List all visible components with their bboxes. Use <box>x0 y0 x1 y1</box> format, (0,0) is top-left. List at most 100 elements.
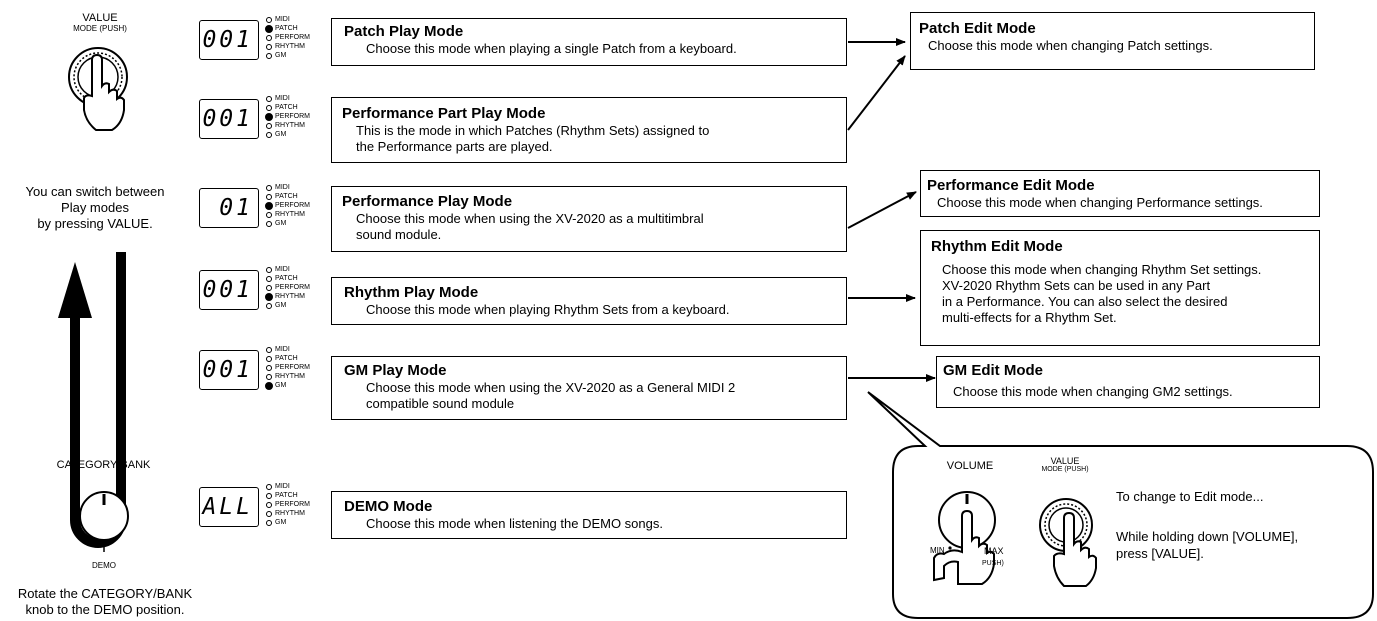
indicator-label: GM <box>275 382 287 389</box>
indicator-row: PATCH <box>266 491 326 500</box>
rotate-text-line-2: knob to the DEMO position. <box>25 602 185 617</box>
edit-instruction-1: To change to Edit mode... <box>1116 489 1264 504</box>
indicator-label: GM <box>275 131 287 138</box>
volume-max-label: MAX <box>984 546 1004 556</box>
indicator-label: RHYTHM <box>275 211 305 218</box>
mode-description: Choose this mode when using the XV-2020 … <box>356 211 704 226</box>
indicator-label: GM <box>275 220 287 227</box>
indicator-led-icon <box>266 492 272 499</box>
indicator-led-icon <box>265 24 273 33</box>
performance-play-mode-box: Performance Play Mode Choose this mode w… <box>331 186 847 252</box>
indicator-label: MIDI <box>275 346 290 353</box>
mode-description: This is the mode in which Patches (Rhyth… <box>356 123 710 138</box>
indicator-label: MIDI <box>275 16 290 23</box>
indicator-row: PATCH <box>266 103 326 112</box>
volume-min-label: MIN <box>930 546 945 555</box>
indicator-label: GM <box>275 52 287 59</box>
indicator-label: PATCH <box>275 193 298 200</box>
indicator-row: PATCH <box>266 354 326 363</box>
indicator-led-icon <box>266 266 272 273</box>
performance-edit-mode-box: Performance Edit Mode Choose this mode w… <box>920 170 1320 217</box>
indicator-label: PERFORM <box>275 284 310 291</box>
mode-title: Performance Play Mode <box>342 193 513 210</box>
indicator-label: PATCH <box>275 104 298 111</box>
indicator-row: GM <box>265 381 326 390</box>
indicator-label: MIDI <box>275 95 290 102</box>
gm-edit-mode-box: GM Edit Mode Choose this mode when chang… <box>936 356 1320 408</box>
indicator-row: MIDI <box>266 183 326 192</box>
indicator-label: RHYTHM <box>275 122 305 129</box>
indicator-led-icon <box>266 302 272 309</box>
indicator-led-icon <box>266 122 272 129</box>
category-bank-knob-icon <box>79 491 129 552</box>
indicator-label: GM <box>275 302 287 309</box>
mode-display: 001 <box>199 270 259 310</box>
indicator-led-icon <box>266 373 272 380</box>
switch-text-line-3: by pressing VALUE. <box>37 216 153 231</box>
indicator-row: PERFORM <box>265 201 326 210</box>
indicator-label: PATCH <box>275 25 298 32</box>
indicator-label: PERFORM <box>275 202 310 209</box>
indicator-row: PATCH <box>266 274 326 283</box>
indicator-led-icon <box>265 112 273 121</box>
mode-display: 001 <box>199 99 259 139</box>
performance-part-play-mode-box: Performance Part Play Mode This is the m… <box>331 97 847 163</box>
mode-description: Choose this mode when using the XV-2020 … <box>366 380 736 395</box>
indicator-label: RHYTHM <box>275 510 305 517</box>
indicator-row: RHYTHM <box>266 42 326 51</box>
indicator-led-icon <box>266 346 272 353</box>
value-knob-sublabel-callout: MODE (PUSH) <box>1041 466 1089 473</box>
indicator-led-icon <box>266 184 272 191</box>
mode-title: Performance Part Play Mode <box>342 105 546 122</box>
indicator-led-icon <box>266 16 272 23</box>
volume-push-label: PUSH) <box>982 560 1004 567</box>
indicator-label: PERFORM <box>275 364 310 371</box>
demo-mode-box: DEMO Mode Choose this mode when listenin… <box>331 491 847 539</box>
mode-description: compatible sound module <box>366 396 515 411</box>
indicator-led-icon <box>266 193 272 200</box>
indicator-led-icon <box>266 364 272 371</box>
indicator-led-icon <box>266 131 272 138</box>
mode-title: Patch Edit Mode <box>919 20 1036 37</box>
edit-instruction-line: While holding down [VOLUME], <box>1116 529 1299 544</box>
mode-description: Choose this mode when changing Performan… <box>937 195 1263 210</box>
indicator-row: RHYTHM <box>266 509 326 518</box>
indicator-row: RHYTHM <box>265 292 326 301</box>
patch-edit-mode-box: Patch Edit Mode Choose this mode when ch… <box>910 12 1315 70</box>
indicator-label: PERFORM <box>275 113 310 120</box>
indicator-row: MIDI <box>266 15 326 24</box>
indicator-label: PATCH <box>275 492 298 499</box>
mode-description: multi-effects for a Rhythm Set. <box>942 310 1117 325</box>
mode-title: Patch Play Mode <box>344 23 464 40</box>
indicator-led-icon <box>266 52 272 59</box>
indicator-led-icon <box>265 381 273 390</box>
indicator-row: PERFORM <box>266 363 326 372</box>
indicator-label: PERFORM <box>275 34 310 41</box>
indicator-label: PATCH <box>275 355 298 362</box>
category-bank-label: CATEGORY/BANK <box>56 459 151 471</box>
indicator-row: PERFORM <box>266 500 326 509</box>
value-knob-sublabel: MODE (PUSH) <box>73 24 127 33</box>
pointing-hand-icon-volume <box>933 509 995 585</box>
indicator-row: GM <box>266 301 326 310</box>
mode-description: XV-2020 Rhythm Sets can be used in any P… <box>942 278 1211 293</box>
indicator-led-icon <box>266 211 272 218</box>
mode-title: Rhythm Play Mode <box>344 284 479 301</box>
indicator-led-icon <box>266 501 272 508</box>
indicator-row: PERFORM <box>266 283 326 292</box>
indicator-row: GM <box>266 518 326 527</box>
mode-title: Rhythm Edit Mode <box>931 238 1063 255</box>
indicator-label: GM <box>275 519 287 526</box>
indicator-led-icon <box>266 275 272 282</box>
patch-edit-arrow-2 <box>847 55 906 131</box>
indicator-label: PERFORM <box>275 501 310 508</box>
pointing-hand-icon <box>83 53 125 131</box>
mode-display: 001 <box>199 350 259 390</box>
mode-title: Performance Edit Mode <box>927 177 1095 194</box>
indicator-led-icon <box>266 483 272 490</box>
indicator-row: GM <box>266 219 326 228</box>
indicator-led-icon <box>266 284 272 291</box>
indicator-label: MIDI <box>275 184 290 191</box>
